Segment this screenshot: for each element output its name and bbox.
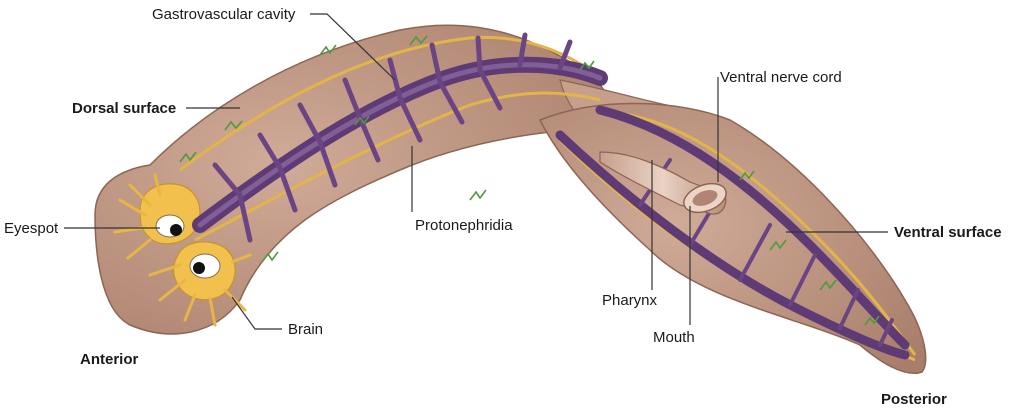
- mouth-lumen: [692, 190, 718, 206]
- brain-nerves: [113, 173, 252, 327]
- ventral-nerve-cord-right: [609, 110, 917, 356]
- leader-lines: [64, 13, 888, 330]
- leader-gastrovascular-cavity: [310, 13, 396, 81]
- label-ventral-surface: Ventral surface: [894, 224, 1002, 241]
- gastrovascular-cavity: [192, 32, 910, 360]
- label-ventral-nerve-cord: Ventral nerve cord: [720, 69, 842, 86]
- labels: Gastrovascular cavity Dorsal surface Eye…: [4, 6, 1002, 408]
- label-protonephridia: Protonephridia: [415, 217, 513, 234]
- eyespots: [155, 214, 221, 279]
- eyespot-lower-pigment: [193, 262, 205, 274]
- ventral-body-surface: [538, 102, 927, 374]
- pharynx: [599, 151, 727, 215]
- label-anterior: Anterior: [80, 351, 139, 368]
- label-brain: Brain: [288, 321, 323, 338]
- label-pharynx: Pharynx: [602, 292, 658, 309]
- leader-brain: [231, 296, 282, 330]
- label-posterior: Posterior: [881, 391, 947, 408]
- dorsal-nerve-cord-upper: [179, 35, 591, 172]
- label-gastrovascular-cavity: Gastrovascular cavity: [152, 6, 296, 23]
- gut-ventral-branch-right: [595, 105, 910, 350]
- dorsal-nerve-cord-lower: [194, 91, 601, 242]
- label-eyespot: Eyespot: [4, 220, 59, 237]
- label-mouth: Mouth: [653, 329, 695, 346]
- label-dorsal-surface: Dorsal surface: [72, 100, 176, 117]
- gut-ventral-branch-left: [555, 130, 910, 360]
- eyespot-upper-pigment: [170, 224, 182, 236]
